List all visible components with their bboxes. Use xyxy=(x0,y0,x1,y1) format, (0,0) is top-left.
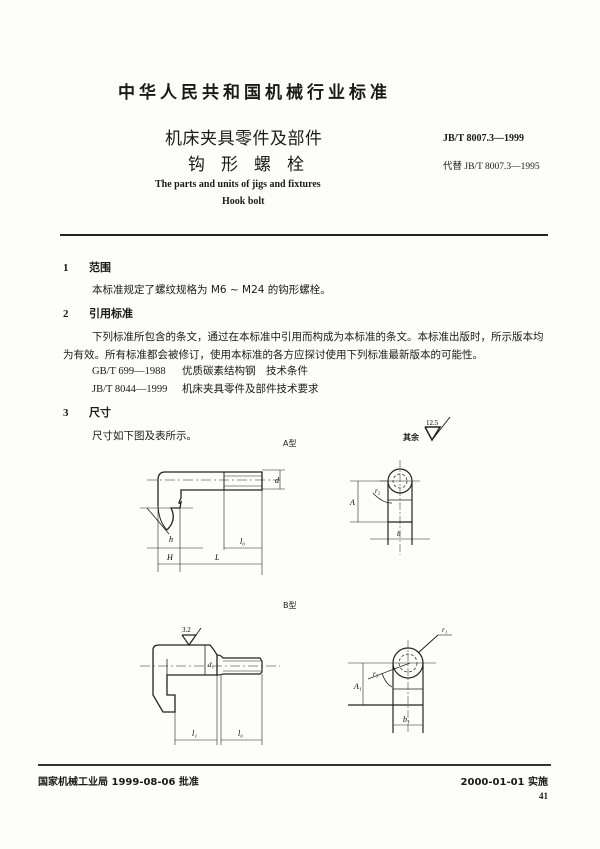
section-number: 3 xyxy=(63,407,69,419)
svg-text:d: d xyxy=(275,476,280,485)
svg-text:b₁: b₁ xyxy=(403,715,410,724)
type-a-side-view-drawing: d h H L l₀ xyxy=(140,469,285,575)
header-divider xyxy=(60,234,548,236)
reference-code: GB/T 699—1988 xyxy=(92,366,166,377)
section-1-paragraph: 本标准规定了螺纹规格为 M6 ~ M24 的钩形螺栓。 xyxy=(92,284,331,296)
figure-type-a-label: A型 xyxy=(283,439,297,448)
section-number: 1 xyxy=(63,262,69,274)
section-1-heading: 1 范围 xyxy=(63,259,111,275)
svg-text:H: H xyxy=(166,553,174,562)
replaced-standard: 代替 JB/T 8007.3—1995 xyxy=(443,162,540,172)
section-2-paragraph: 下列标准所包含的条文，通过在本标准中引用而构成为本标准的条文。本标准出版时，所示… xyxy=(63,331,544,361)
section-title: 引用标准 xyxy=(89,307,133,320)
footer-divider xyxy=(38,764,551,766)
section-title: 尺寸 xyxy=(89,406,111,419)
svg-text:l₁: l₁ xyxy=(192,729,197,738)
section-number: 2 xyxy=(63,308,69,320)
roughness-symbol-icon: 12.5 xyxy=(424,416,451,442)
svg-text:A₁: A₁ xyxy=(353,682,362,691)
roughness-note-label: 其余 xyxy=(403,433,419,442)
svg-text:r₁: r₁ xyxy=(442,626,447,634)
reference-item: JB/T 8044—1999 机床夹具零件及部件技术要求 xyxy=(92,381,319,396)
reference-item: GB/T 699—1988 优质碳素结构钢 技术条件 xyxy=(92,363,308,378)
section-2-heading: 2 引用标准 xyxy=(63,305,133,321)
section-3-heading: 3 尺寸 xyxy=(63,404,111,420)
type-b-side-view-drawing: 3.2 d₁ l₁ l₀ xyxy=(140,626,280,745)
effective-date-line: 2000-01-01 实施 xyxy=(460,777,548,788)
page-number: 41 xyxy=(539,791,548,801)
svg-text:r₂: r₂ xyxy=(375,487,381,495)
type-b-end-view-drawing: r₁ r₃ A₁ b₁ xyxy=(348,626,452,733)
section-title: 范围 xyxy=(89,261,111,274)
svg-text:d₁: d₁ xyxy=(208,661,214,669)
issuing-organization: 中华人民共和国机械行业标准 xyxy=(118,83,391,103)
roughness-value: 12.5 xyxy=(426,419,439,427)
document-title-english: The parts and units of jigs and fixtures xyxy=(155,179,321,190)
figure-type-b-label: B型 xyxy=(283,601,297,610)
document-subtitle-english: Hook bolt xyxy=(222,196,265,207)
svg-text:h: h xyxy=(169,535,173,544)
approval-line: 国家机械工业局 1999-08-06 批准 xyxy=(38,777,199,788)
svg-text:b: b xyxy=(397,530,401,538)
svg-text:l₀: l₀ xyxy=(240,537,245,546)
svg-text:l₀: l₀ xyxy=(238,729,243,738)
svg-text:r₃: r₃ xyxy=(373,670,379,678)
reference-title: 优质碳素结构钢 技术条件 xyxy=(182,365,308,377)
standard-code: JB/T 8007.3—1999 xyxy=(443,133,524,144)
svg-text:A: A xyxy=(349,498,355,507)
reference-code: JB/T 8044—1999 xyxy=(92,384,168,395)
type-a-end-view-drawing: r₂ A b xyxy=(349,460,430,555)
reference-title: 机床夹具零件及部件技术要求 xyxy=(182,383,319,395)
section-3-paragraph: 尺寸如下图及表所示。 xyxy=(92,430,197,442)
document-title: 机床夹具零件及部件 xyxy=(165,129,323,149)
document-subtitle: 钩形螺栓 xyxy=(188,155,320,175)
svg-text:3.2: 3.2 xyxy=(182,626,191,634)
svg-text:L: L xyxy=(214,553,220,562)
